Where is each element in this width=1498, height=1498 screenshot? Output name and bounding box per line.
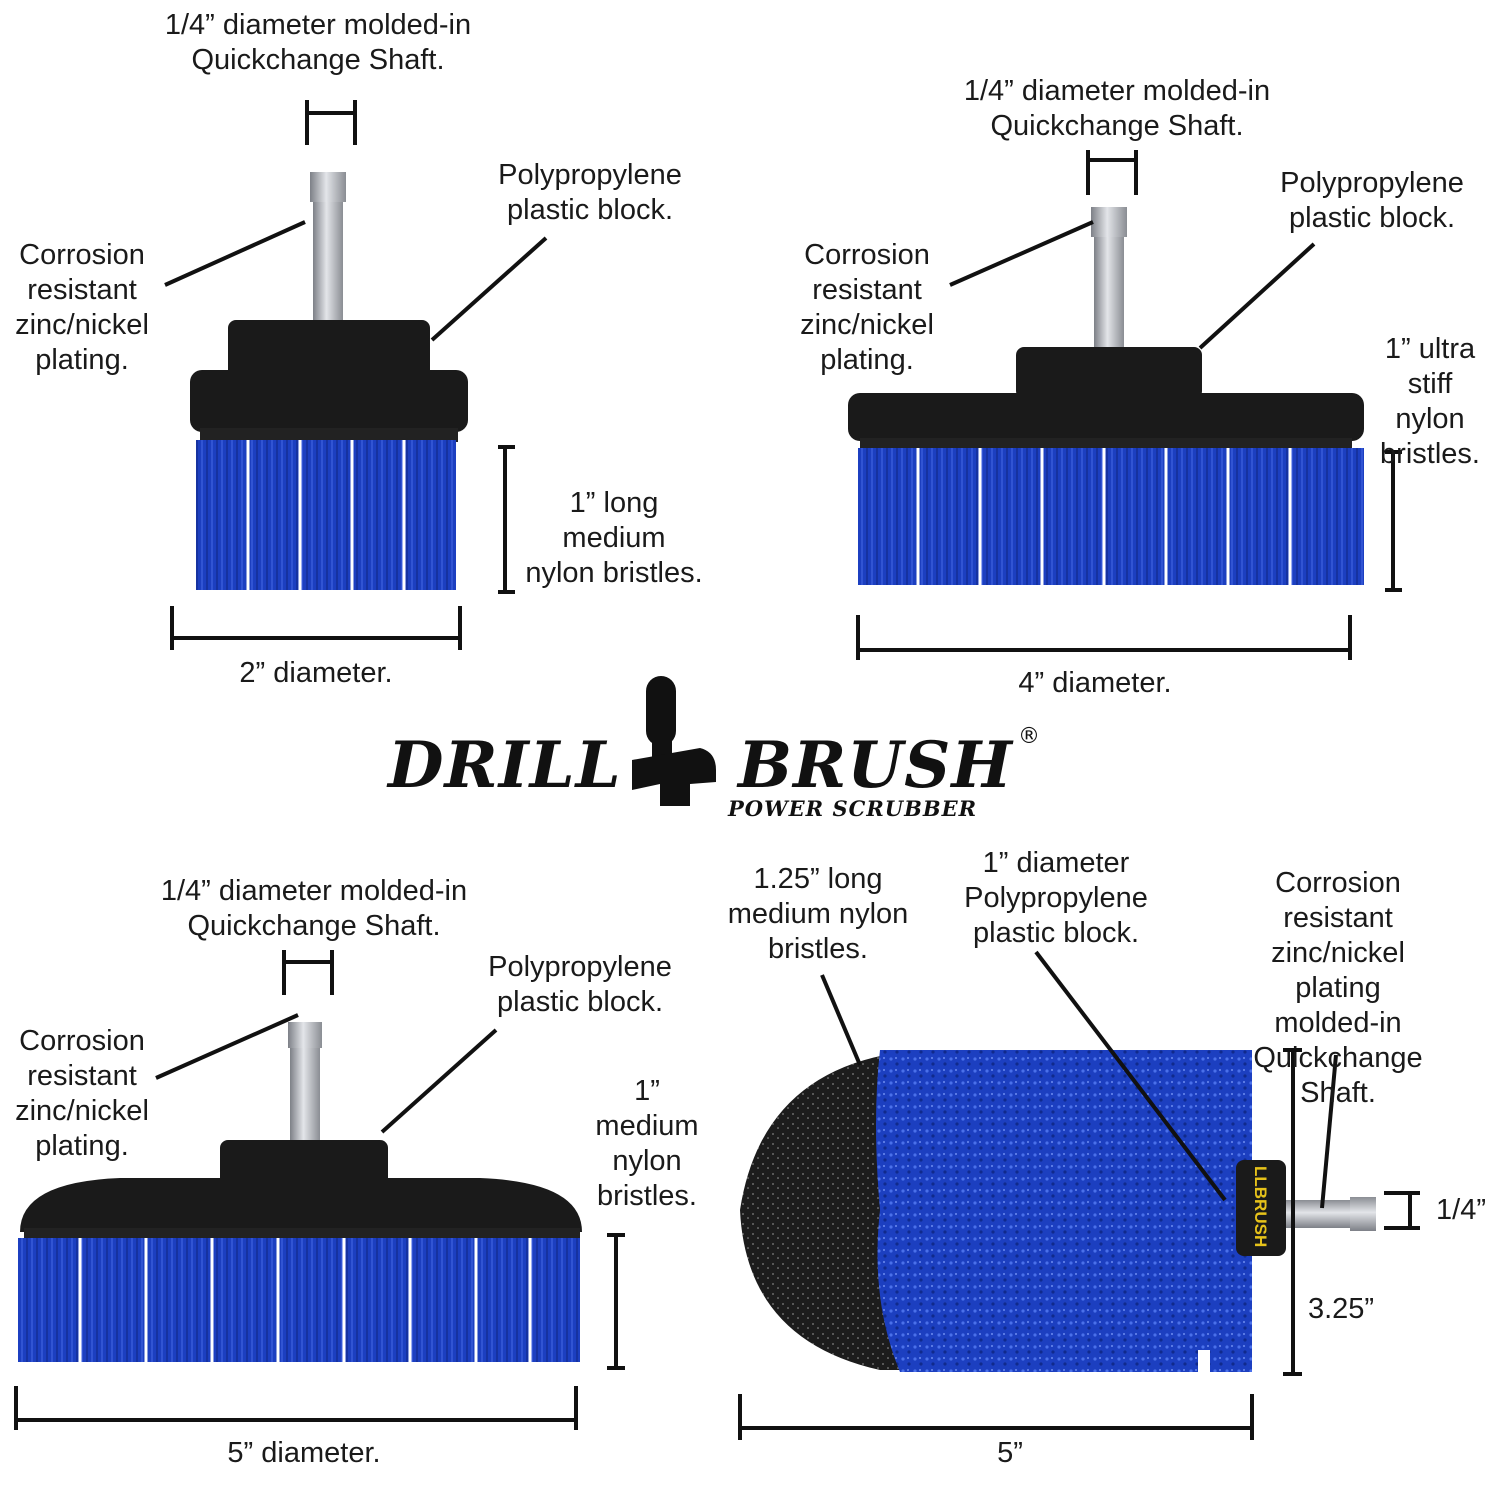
brush-4in-bristles	[858, 448, 1364, 585]
cone-brush	[740, 1050, 1376, 1372]
cone-dimension-lines	[738, 950, 1420, 1440]
brush-4in-hub	[1016, 347, 1202, 399]
brush-4in-dimension-lines	[856, 150, 1402, 660]
logo-tagline: POWER SCRUBBER	[728, 796, 978, 821]
logo-word-drill: DRILL	[388, 728, 622, 803]
cone-brush-black-tip	[740, 1055, 900, 1370]
p3-plating-label: Corrosion resistant zinc/nickel plating.	[15, 1025, 149, 1162]
p2-bristles-label: 1” ultra stiff nylon bristles.	[1380, 333, 1480, 470]
brush-5in-dimension-lines	[14, 950, 625, 1430]
p4-height-label: 3.25”	[1307, 1293, 1375, 1325]
p2-plating-label: Corrosion resistant zinc/nickel plating.	[800, 239, 934, 376]
p1-block-label: Polypropylene plastic block.	[498, 159, 682, 226]
p2-block-label: Polypropylene plastic block.	[1280, 167, 1464, 234]
p4-length-label: 5”	[997, 1437, 1023, 1469]
p3-diameter-label: 5” diameter.	[227, 1437, 381, 1469]
p4-bristles-label: 1.25” long medium nylon bristles.	[727, 863, 909, 965]
p3-bristles-label: 1” medium nylon bristles.	[595, 1075, 699, 1212]
brush-2in-bristles	[196, 440, 456, 590]
brush-2in-dimension-lines	[164, 100, 548, 650]
p4-shaft-size-label: 1/4”	[1436, 1194, 1486, 1226]
p3-block-label: Polypropylene plastic block.	[488, 951, 672, 1018]
p1-plating-label: Corrosion resistant zinc/nickel plating.	[15, 239, 149, 376]
brush-5in	[18, 1022, 582, 1362]
cone-brush-blue-bristles	[876, 1050, 1252, 1372]
p4-plating-label: Corrosion resistant zinc/nickel plating …	[1253, 867, 1423, 1109]
logo-drill-mark	[632, 676, 716, 806]
brush-2in-hub	[228, 320, 430, 378]
logo-word-brush: BRUSH	[738, 728, 1013, 803]
logo-registered-mark: ®	[1018, 724, 1040, 749]
brush-2in	[190, 172, 468, 590]
p1-diameter-label: 2” diameter.	[239, 657, 393, 689]
p2-diameter-label: 4” diameter.	[1018, 667, 1172, 699]
brush-2in-block	[190, 370, 468, 432]
p2-shaft-label: 1/4” diameter molded-in Quickchange Shaf…	[963, 75, 1271, 142]
p4-block-label: 1” diameter Polypropylene plastic block.	[964, 847, 1148, 949]
brush-4in	[848, 207, 1364, 585]
cone-brush-block	[1236, 1160, 1286, 1256]
p1-shaft-label: 1/4” diameter molded-in Quickchange Shaf…	[164, 9, 472, 76]
p1-bristles-label: 1” long medium nylon bristles.	[525, 487, 703, 589]
brush-5in-block	[20, 1178, 582, 1232]
cone-block-brand-print: LLBRUSH	[1251, 1166, 1270, 1248]
brush-4in-block	[848, 393, 1364, 441]
p3-shaft-label: 1/4” diameter molded-in Quickchange Shaf…	[160, 875, 468, 942]
brush-5in-bristles	[18, 1238, 580, 1362]
